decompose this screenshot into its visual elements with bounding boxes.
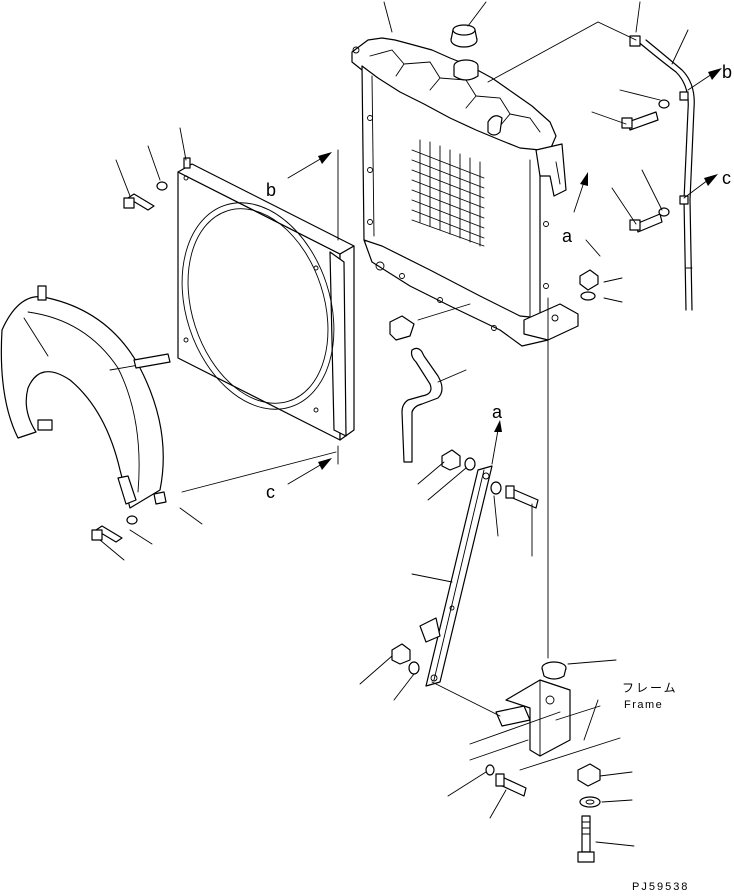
view-label-c-right: c bbox=[722, 168, 731, 188]
drawing-code: PJ59538 bbox=[632, 881, 689, 893]
lower-hose bbox=[401, 347, 443, 463]
view-arrows bbox=[287, 68, 722, 485]
view-label-c-left: c bbox=[266, 482, 275, 502]
view-label-a-top: a bbox=[562, 226, 573, 246]
frame-label-jp: フレーム bbox=[622, 681, 678, 695]
radiator-assembly bbox=[351, 37, 579, 347]
radiator-cap bbox=[450, 24, 478, 48]
view-label-a-mid: a bbox=[492, 402, 503, 422]
overflow-hose bbox=[629, 35, 695, 311]
leader-lines bbox=[99, 1, 689, 847]
stay-bar bbox=[419, 465, 493, 687]
frame-bracket bbox=[469, 679, 621, 771]
view-label-b-left: b bbox=[266, 180, 276, 200]
view-labels: b c a a b c bbox=[266, 62, 732, 502]
view-label-b-right: b bbox=[722, 62, 732, 82]
fan-guard bbox=[0, 285, 171, 509]
frame-label-en: Frame bbox=[624, 699, 663, 711]
radiator-core-grid bbox=[411, 139, 485, 247]
fan-shroud bbox=[177, 157, 355, 441]
fasteners bbox=[91, 99, 670, 863]
